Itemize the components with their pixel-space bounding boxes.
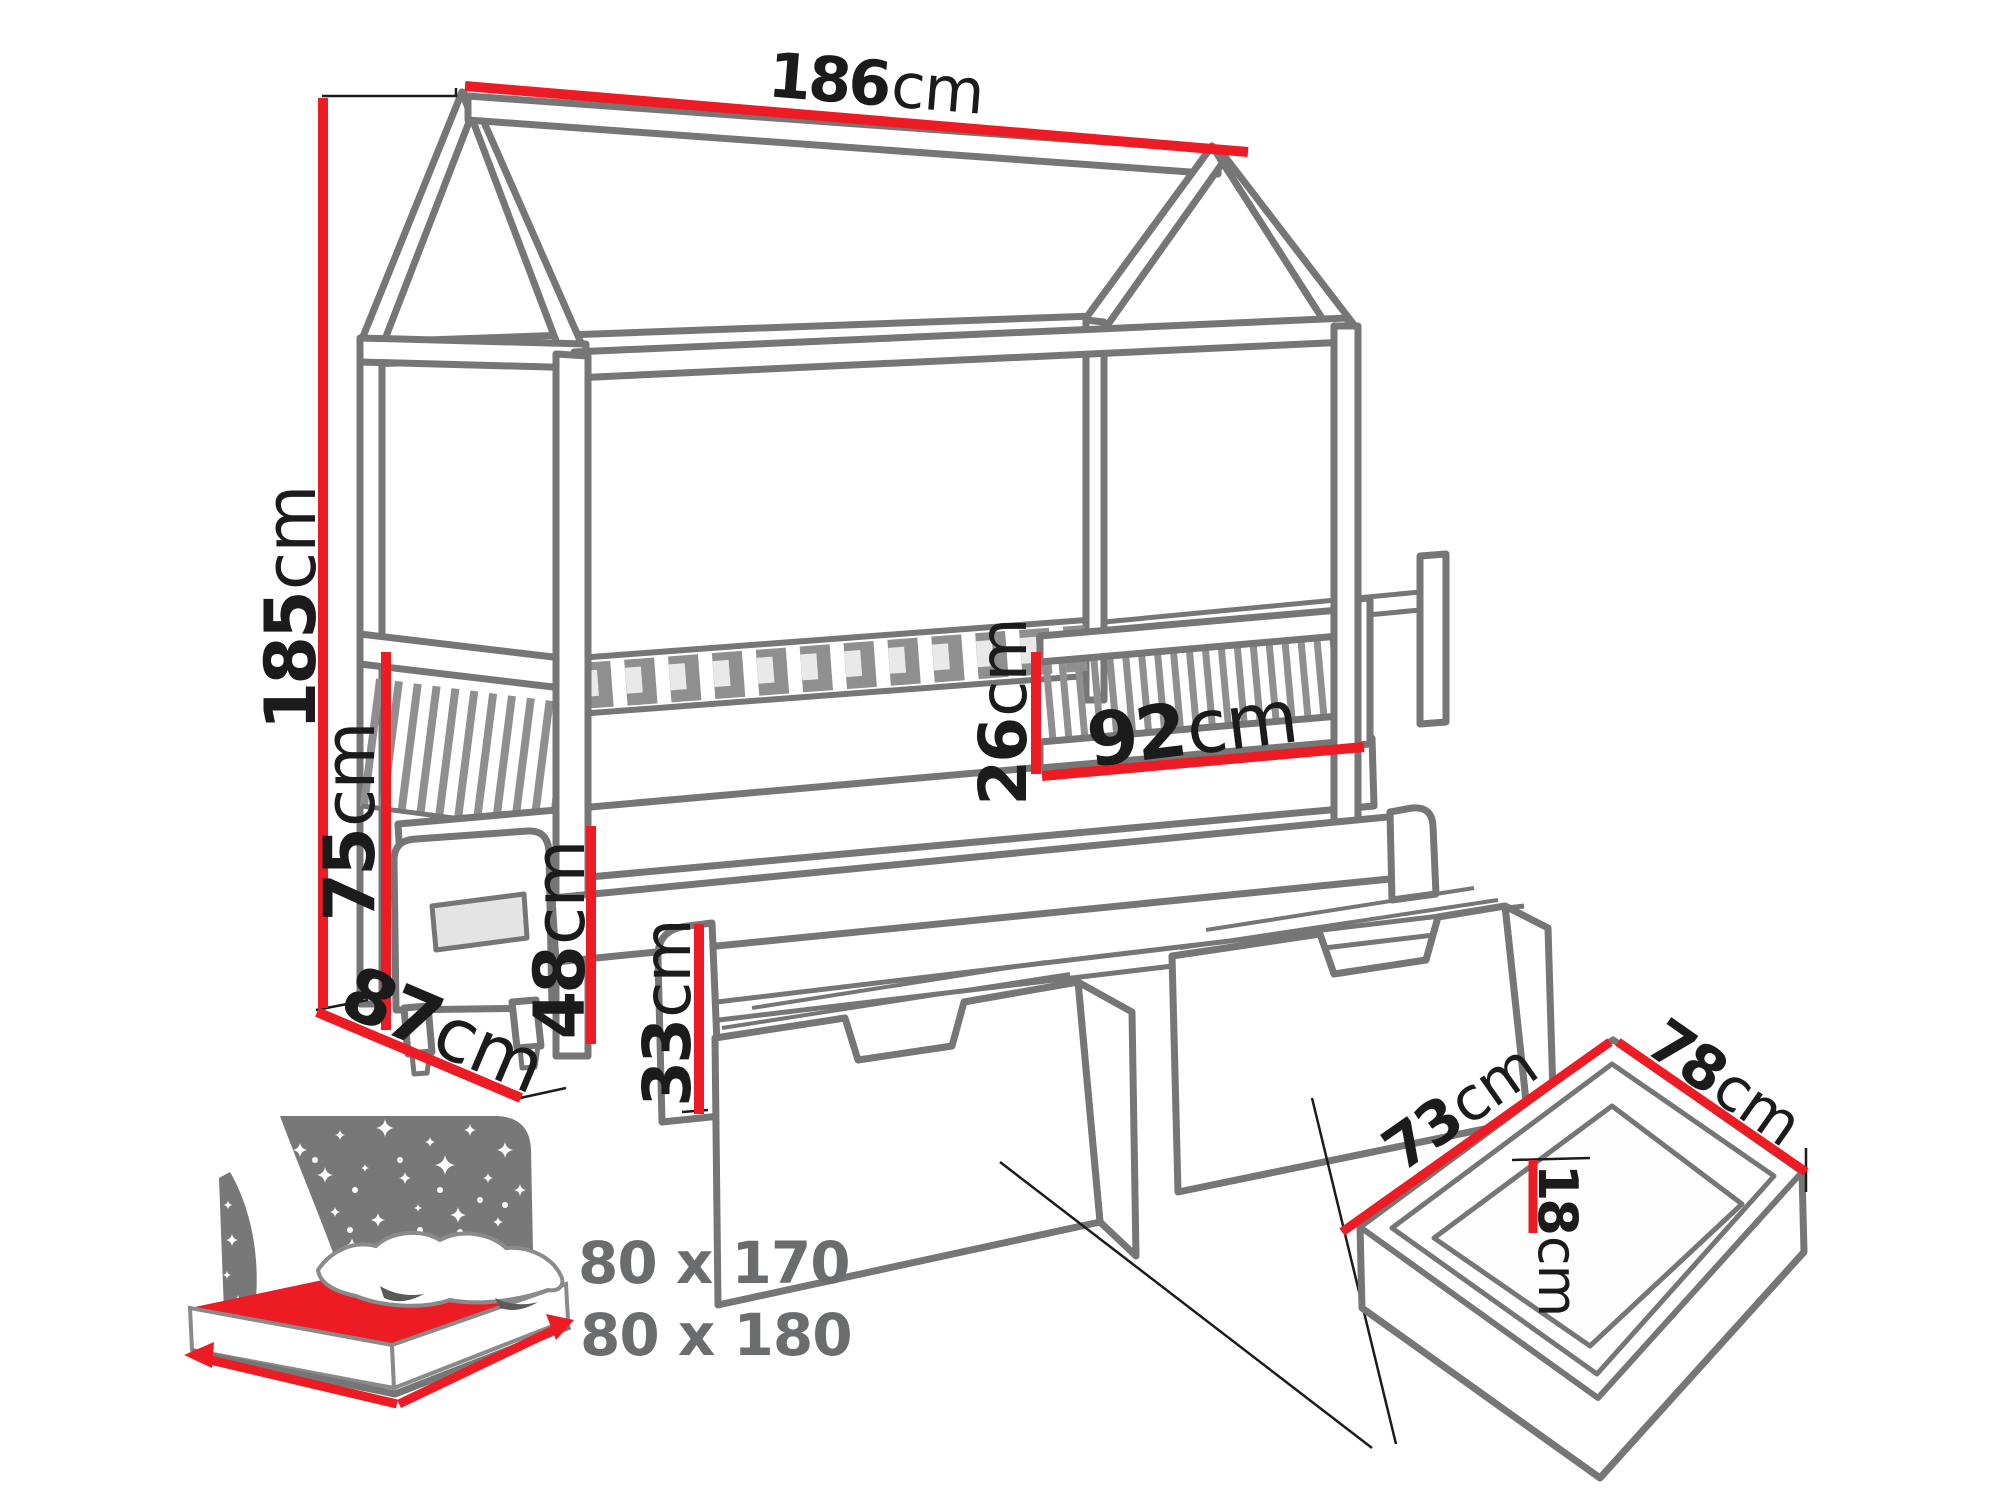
front-left-post [552, 350, 592, 1060]
mattress-size-upper: 80 x 170 [578, 1229, 851, 1297]
drawer-detail-box [1356, 1036, 1808, 1482]
dim-line-92 [1041, 742, 1365, 781]
dim-label-186: 186cm [765, 38, 986, 128]
dimension-unit: cm [519, 840, 601, 946]
dimension-unit: cm [250, 485, 332, 591]
dimension-value: 48 [519, 948, 601, 1040]
storage-drawer-right [1168, 886, 1558, 1196]
trundle-headboard [390, 827, 556, 1077]
dim-line-87 [315, 1007, 523, 1103]
house-frame [356, 88, 1450, 1008]
dimension-unit: cm [965, 618, 1042, 717]
dim-line-78 [1615, 1038, 1809, 1176]
dim-line-73 [1339, 1038, 1613, 1236]
dim-label-48: 48cm [519, 840, 601, 1039]
mattress-size-icon [184, 1116, 574, 1409]
dimension-unit: cm [888, 48, 987, 129]
size-arrows [184, 1314, 574, 1409]
mattress-size-lower: 80 x 180 [580, 1301, 853, 1369]
trundle-bed [390, 804, 1558, 1309]
dimension-unit: cm [1526, 1235, 1589, 1317]
dimension-value: 26 [965, 719, 1042, 806]
front-right-post [1330, 322, 1362, 880]
dimension-value: 185 [250, 593, 332, 731]
head-guard-rail [356, 630, 582, 837]
dimension-unit: cm [1181, 673, 1302, 773]
dimension-unit: cm [629, 919, 706, 1018]
drawer-pointer-lines [999, 1097, 1398, 1449]
left-gable [356, 88, 590, 372]
dimension-lines [315, 81, 1809, 1236]
dimension-value: 92 [1082, 687, 1189, 785]
foot-guard-rail [1036, 594, 1374, 772]
dimension-value: 18 [1526, 1163, 1589, 1233]
dim-label-18: 18cm [1526, 1164, 1589, 1316]
duvet [315, 1230, 565, 1310]
side-guard-rail-far [577, 617, 1088, 717]
dimension-value: 33 [629, 1020, 706, 1107]
storage-drawer-left [711, 960, 1140, 1309]
dimension-unit: cm [309, 722, 391, 828]
dimension-value: 75 [309, 830, 391, 922]
dim-label-33: 33cm [629, 919, 706, 1106]
dim-line-186 [464, 81, 1249, 157]
dimension-value: 186 [765, 38, 892, 121]
dim-label-185: 185cm [250, 486, 332, 731]
dim-label-26: 26cm [965, 618, 1042, 805]
dim-label-75: 75cm [309, 722, 391, 921]
